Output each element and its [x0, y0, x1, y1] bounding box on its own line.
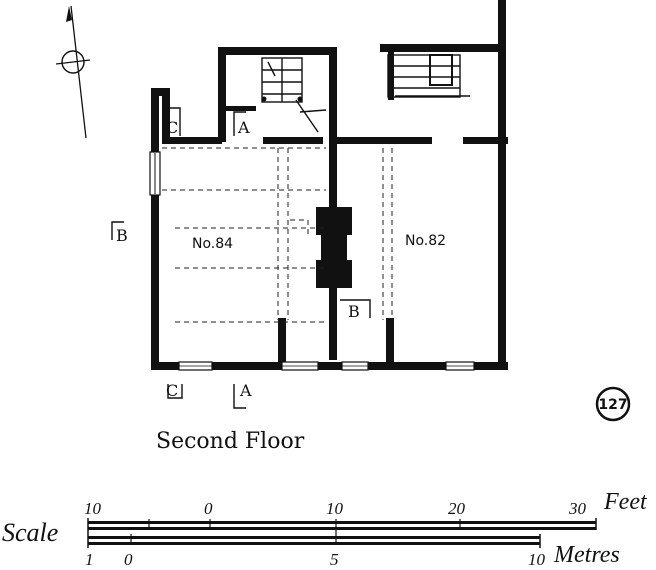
windows	[178, 361, 475, 371]
metre-tick-10: 10	[528, 550, 546, 569]
feet-tick-20: 20	[448, 499, 466, 518]
feet-tick-30: 30	[568, 499, 587, 518]
staircase-82	[387, 52, 470, 100]
metre-unit: Metres	[553, 542, 620, 568]
section-a-bottom: A	[239, 381, 252, 400]
feet-unit: Feet	[603, 489, 648, 515]
room-label-84: No.84	[192, 236, 233, 252]
walls	[149, 0, 508, 370]
section-bracket-icons	[111, 107, 371, 409]
plate-number-badge: 127	[595, 386, 631, 422]
metre-tick-1: 1	[85, 550, 94, 569]
plate-number: 127	[598, 397, 627, 413]
feet-tick-10-neg: 10	[84, 499, 102, 518]
scale-bar: Scale 10 0 10 20 30 Feet 1 0 5 10 Metres	[2, 489, 648, 569]
section-c-top: C	[166, 118, 178, 137]
feet-tick-10: 10	[326, 499, 344, 518]
section-a-top: A	[237, 118, 250, 137]
section-b-left: B	[116, 226, 128, 245]
scale-label: Scale	[2, 518, 58, 547]
north-arrow-icon	[55, 5, 91, 139]
metre-tick-5: 5	[330, 550, 339, 569]
feet-tick-0: 0	[204, 499, 213, 518]
dashed-beams	[162, 147, 393, 323]
floor-title: Second Floor	[156, 429, 305, 454]
room-label-82: No.82	[405, 233, 446, 249]
section-c-bottom: C	[166, 381, 178, 400]
section-b-right: B	[348, 302, 360, 321]
staircase-84	[261, 57, 327, 133]
metre-tick-0: 0	[124, 550, 133, 569]
